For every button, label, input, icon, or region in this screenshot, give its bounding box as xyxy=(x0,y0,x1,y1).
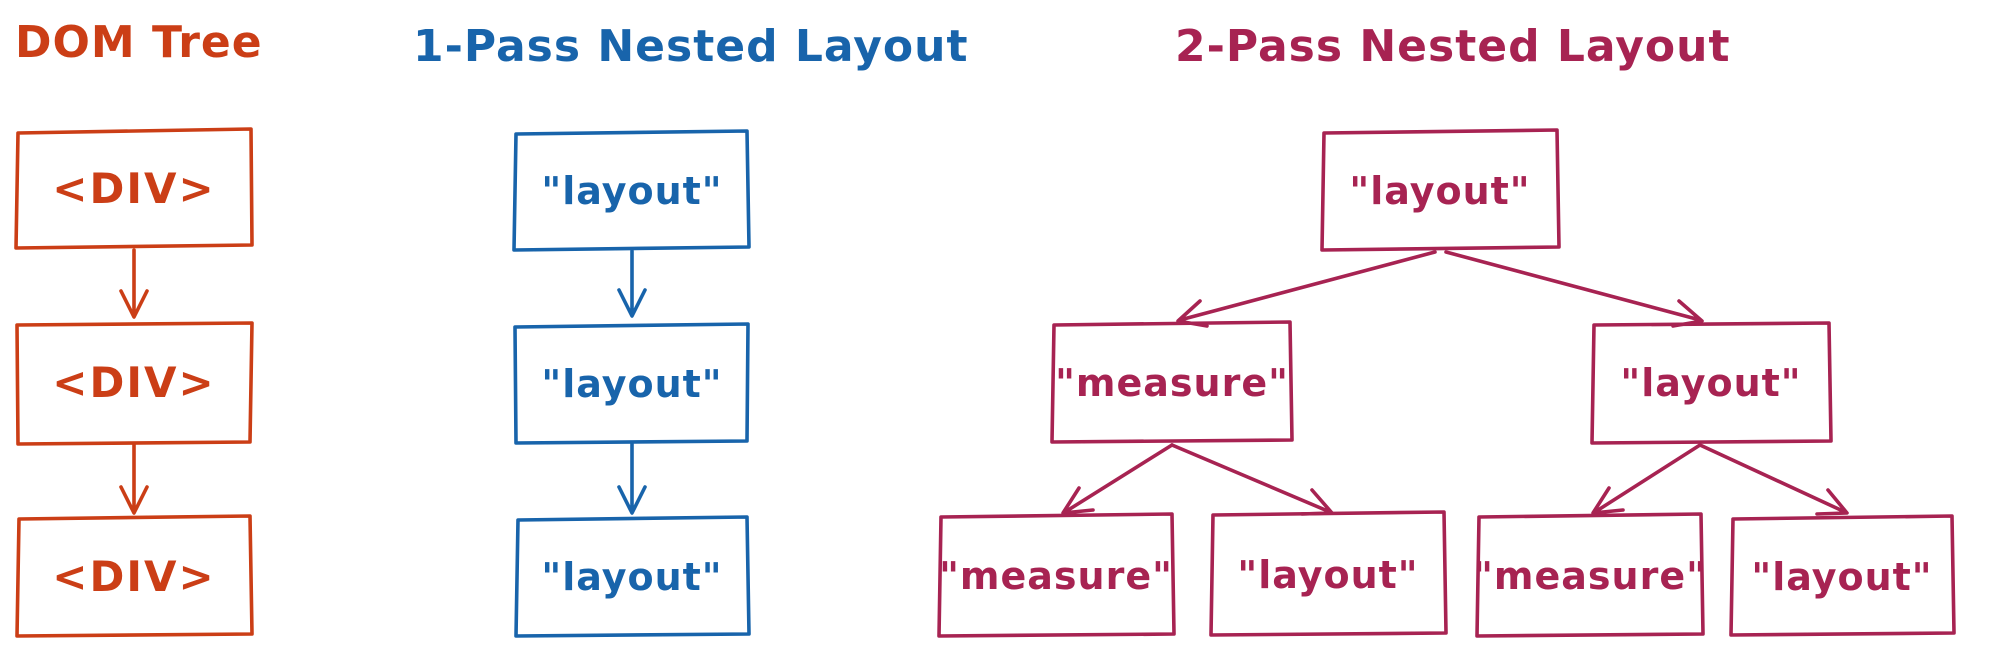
two-pass-leaf-4: "layout" xyxy=(1729,514,1956,637)
two-pass-leaf-3-box xyxy=(1475,512,1705,638)
two-pass-title: 2-Pass Nested Layout xyxy=(1175,21,1731,72)
dom-node-3: <DIV> xyxy=(15,514,254,638)
one-pass-node-3-box xyxy=(514,515,751,638)
two-pass-measure-label: "measure" xyxy=(1055,361,1289,405)
one-pass-node-3: "layout" xyxy=(514,515,751,638)
dom-node-3-box xyxy=(15,514,254,638)
one-pass-node-2-box xyxy=(513,322,750,445)
one-pass-arrow-2 xyxy=(617,442,647,515)
two-pass-layout-label: "layout" xyxy=(1620,361,1801,405)
dom-arrow-1 xyxy=(119,248,149,319)
two-pass-arrow-root-right xyxy=(1444,250,1704,328)
one-pass-node-1: "layout" xyxy=(512,129,751,252)
two-pass-leaf-2: "layout" xyxy=(1209,510,1448,637)
dom-tree-title: DOM Tree xyxy=(15,17,263,68)
dom-arrow-2 xyxy=(119,442,149,515)
dom-node-2: <DIV> xyxy=(15,321,254,446)
two-pass-leaf-1: "measure" xyxy=(937,512,1176,638)
one-pass-title: 1-Pass Nested Layout xyxy=(413,21,969,72)
two-pass-leaf-4-label: "layout" xyxy=(1751,555,1932,599)
two-pass-root-box xyxy=(1320,128,1561,252)
two-pass-arrow-layout-left xyxy=(1591,443,1702,515)
two-pass-root-label: "layout" xyxy=(1349,169,1530,213)
dom-node-1-label: <DIV> xyxy=(52,164,215,213)
one-pass-node-1-label: "layout" xyxy=(541,169,722,213)
two-pass-layout-box xyxy=(1590,321,1833,445)
two-pass-arrow-measure-right xyxy=(1170,443,1334,516)
one-pass-node-1-box xyxy=(512,129,751,252)
one-pass-diagram: 1-Pass Nested Layout "layout" "layout" "… xyxy=(413,21,969,638)
two-pass-leaf-2-box xyxy=(1209,510,1448,637)
one-pass-node-2-label: "layout" xyxy=(541,362,722,406)
one-pass-arrow-1 xyxy=(617,249,647,318)
two-pass-leaf-4-box xyxy=(1729,514,1956,637)
one-pass-node-2: "layout" xyxy=(513,322,750,445)
two-pass-leaf-2-label: "layout" xyxy=(1237,553,1418,597)
two-pass-arrow-layout-right xyxy=(1698,443,1849,516)
dom-tree-diagram: DOM Tree <DIV> <DIV> <DIV> xyxy=(14,17,263,638)
two-pass-leaf-3: "measure" xyxy=(1473,512,1707,638)
dom-node-1-box xyxy=(14,127,254,250)
two-pass-diagram: 2-Pass Nested Layout "layout" "measure" … xyxy=(937,21,1956,638)
two-pass-arrow-root-left xyxy=(1176,250,1437,328)
two-pass-leaf-1-box xyxy=(937,512,1176,638)
two-pass-layout-node: "layout" xyxy=(1590,321,1833,445)
one-pass-node-3-label: "layout" xyxy=(541,555,722,599)
dom-node-2-box xyxy=(15,321,254,446)
two-pass-leaf-3-label: "measure" xyxy=(1473,554,1707,598)
two-pass-measure-node: "measure" xyxy=(1050,320,1294,444)
two-pass-leaf-1-label: "measure" xyxy=(939,554,1173,598)
dom-node-1: <DIV> xyxy=(14,127,254,250)
dom-node-2-label: <DIV> xyxy=(52,358,215,407)
two-pass-arrow-measure-left xyxy=(1061,443,1174,515)
two-pass-root-node: "layout" xyxy=(1320,128,1561,252)
two-pass-measure-box xyxy=(1050,320,1294,444)
dom-node-3-label: <DIV> xyxy=(52,552,215,601)
